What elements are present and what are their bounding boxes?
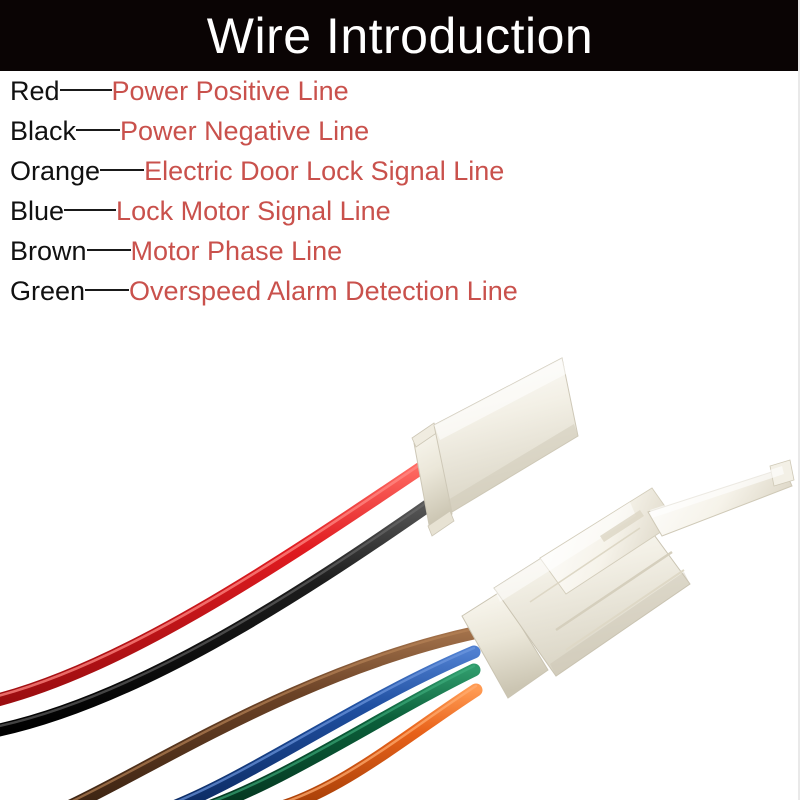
page-title: Wire Introduction xyxy=(206,7,594,64)
large-4pin-connector xyxy=(461,459,795,699)
wire-harness-photo xyxy=(0,340,800,800)
header-banner: Wire Introduction xyxy=(0,0,800,71)
small-2pin-connector xyxy=(411,357,579,537)
legend-description: Power Positive Line xyxy=(111,75,349,106)
legend-row: Black Power Negative Line xyxy=(0,111,560,151)
legend-row: Green Overspeed Alarm Detection Line xyxy=(0,271,560,311)
legend-color-name: Brown xyxy=(10,235,87,266)
legend-leader-line xyxy=(64,209,117,211)
legend-description: Electric Door Lock Signal Line xyxy=(144,155,505,186)
legend-description: Power Negative Line xyxy=(120,115,370,146)
right-edge-artifact xyxy=(798,0,800,800)
legend-row: Blue Lock Motor Signal Line xyxy=(0,191,560,231)
legend-leader-line xyxy=(86,249,131,251)
legend-leader-line xyxy=(76,129,121,131)
legend-color-name: Blue xyxy=(10,195,65,226)
legend-description: Motor Phase Line xyxy=(130,235,343,266)
brown-wire xyxy=(68,625,485,800)
legend-leader-line xyxy=(85,289,130,291)
legend-leader-line xyxy=(59,89,112,91)
legend-color-name: Orange xyxy=(10,155,101,186)
legend-description: Overspeed Alarm Detection Line xyxy=(129,275,518,306)
legend-description: Lock Motor Signal Line xyxy=(116,195,391,226)
legend-color-name: Black xyxy=(10,115,77,146)
legend-row: Red Power Positive Line xyxy=(0,71,560,111)
legend-row: Brown Motor Phase Line xyxy=(0,231,560,271)
black-wire xyxy=(0,493,443,737)
orange-wire xyxy=(282,683,483,800)
green-wire xyxy=(208,663,481,800)
legend-color-name: Green xyxy=(10,275,86,306)
legend-color-name: Red xyxy=(10,75,60,106)
blue-wire xyxy=(173,645,481,800)
red-wire xyxy=(0,459,431,707)
legend-row: Orange Electric Door Lock Signal Line xyxy=(0,151,560,191)
legend-leader-line xyxy=(100,169,145,171)
wire-legend-list: Red Power Positive Line Black Power Nega… xyxy=(0,71,560,311)
wire-harness-illustration xyxy=(0,357,795,800)
